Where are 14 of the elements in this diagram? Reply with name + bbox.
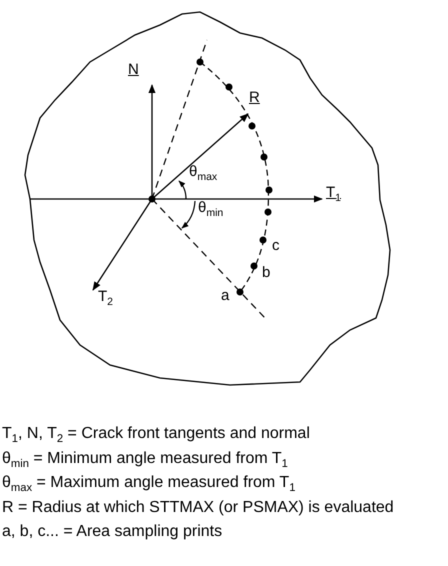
legend-text: a, b, c... = Area sampling prints [2, 523, 222, 541]
axis-label: R [249, 90, 260, 106]
legend-text: θ$_{max}$ = Maximum angle measured from T$_{1}$ [2, 474, 296, 494]
legend-text: R = Radius at which STTMAX (or PSMAX) is evaluated [2, 498, 394, 516]
angle-label: θ$_{min}$ [198, 200, 224, 220]
axis-label: N [128, 62, 139, 78]
axis-label: T$_{1}$ [326, 185, 342, 205]
legend-text: θ$_{min}$ = Minimum angle measured from T$_{1}$ [2, 450, 288, 470]
axis-label: T$_{2}$ [98, 289, 114, 309]
angle-label: θ$_{max}$ [189, 164, 218, 184]
legend-text: T$_{1}$, N, T$_{2}$ = Crack front tangents and normal [2, 425, 310, 446]
point-label: c [272, 238, 280, 254]
point-label: a [221, 288, 230, 304]
point-label: b [262, 265, 270, 282]
